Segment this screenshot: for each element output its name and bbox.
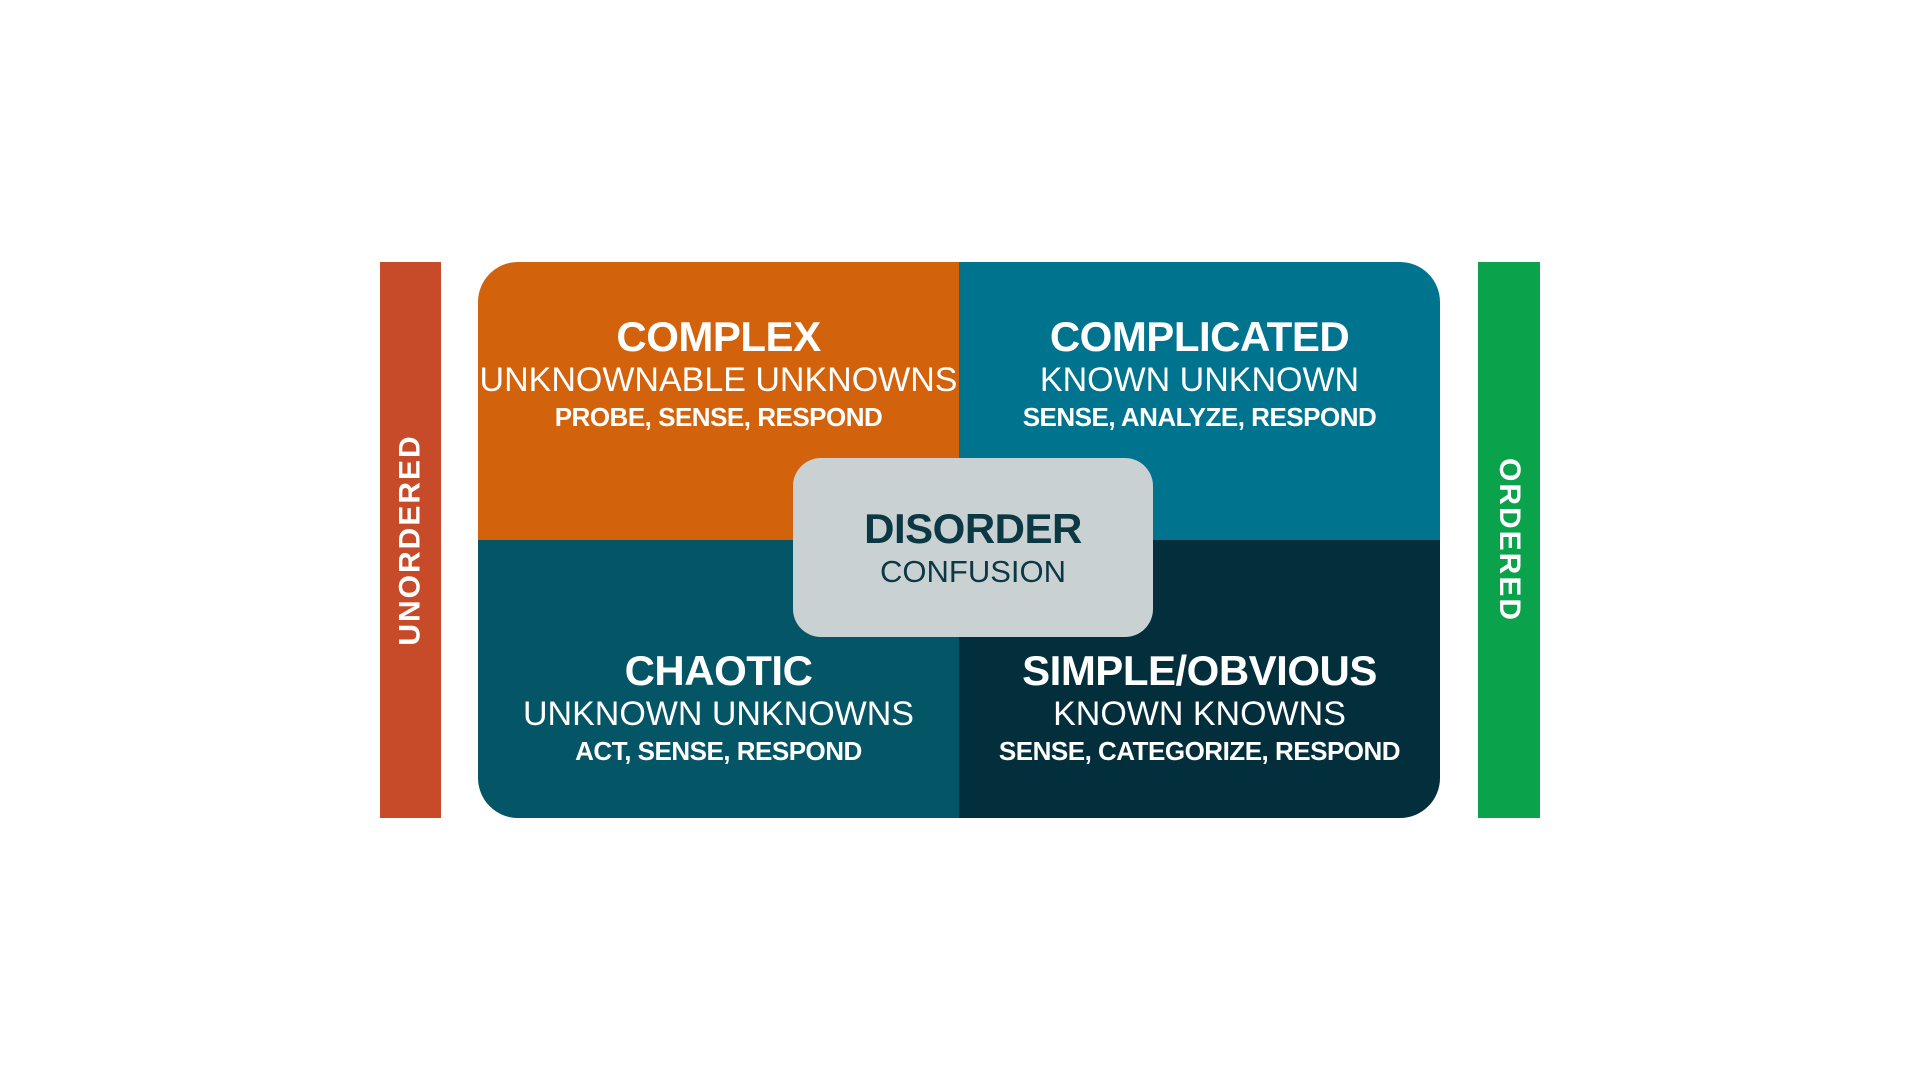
- ordered-bar-label: ORDERED: [1493, 457, 1527, 623]
- quadrant-chaotic-title: CHAOTIC: [624, 647, 813, 694]
- quadrant-complicated-title: COMPLICATED: [1049, 313, 1350, 360]
- quadrant-simple-obvious: SIMPLE/OBVIOUS KNOWN KNOWNS SENSE, CATEG…: [959, 540, 1440, 818]
- disorder-title: DISORDER: [864, 504, 1082, 552]
- disorder-subtitle: CONFUSION: [880, 553, 1066, 589]
- quadrant-complex-subtitle: UNKNOWNABLE UNKNOWNS: [479, 361, 958, 399]
- quadrant-chaotic-subtitle: UNKNOWN UNKNOWNS: [523, 695, 914, 733]
- quadrant-simple-obvious-title: SIMPLE/OBVIOUS: [1022, 647, 1377, 694]
- quadrant-complicated-actions: SENSE, ANALYZE, RESPOND: [1022, 402, 1377, 432]
- unordered-bar-label: UNORDERED: [393, 434, 427, 646]
- quadrant-simple-obvious-text: SIMPLE/OBVIOUS KNOWN KNOWNS SENSE, CATEG…: [959, 648, 1440, 768]
- quadrant-complicated-text: COMPLICATED KNOWN UNKNOWN SENSE, ANALYZE…: [959, 314, 1440, 434]
- quadrant-simple-obvious-subtitle: KNOWN KNOWNS: [1053, 695, 1346, 733]
- quadrant-chaotic-text: CHAOTIC UNKNOWN UNKNOWNS ACT, SENSE, RES…: [478, 648, 959, 768]
- quadrant-chaotic-actions: ACT, SENSE, RESPOND: [575, 736, 862, 766]
- quadrant-simple-obvious-actions: SENSE, CATEGORIZE, RESPOND: [998, 736, 1401, 766]
- unordered-bar: UNORDERED: [380, 262, 441, 818]
- quadrant-complex-text: COMPLEX UNKNOWNABLE UNKNOWNS PROBE, SENS…: [478, 314, 959, 434]
- quadrant-complicated-subtitle: KNOWN UNKNOWN: [1039, 361, 1360, 399]
- disorder-box: DISORDER CONFUSION: [793, 458, 1153, 637]
- quadrant-complex-actions: PROBE, SENSE, RESPOND: [554, 402, 883, 432]
- quadrant-complex-title: COMPLEX: [616, 313, 821, 360]
- ordered-bar: ORDERED: [1478, 262, 1540, 818]
- quadrant-complex: COMPLEX UNKNOWNABLE UNKNOWNS PROBE, SENS…: [478, 262, 959, 540]
